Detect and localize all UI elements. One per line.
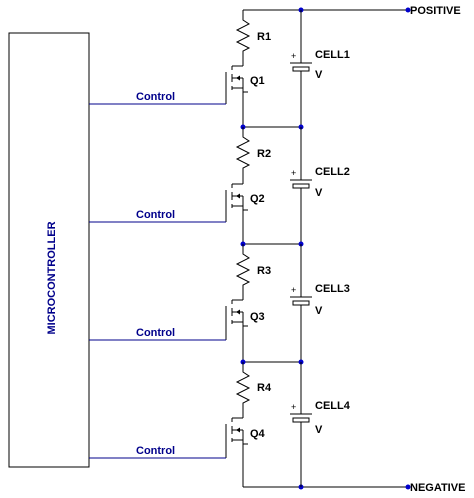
cell-2-plus: + [291, 168, 296, 178]
resistor-r1 [235, 10, 251, 62]
label-r2: R2 [257, 148, 271, 160]
label-v3: V [315, 305, 323, 317]
stage-4: R4 Q4 Control + CELL4 V [89, 362, 351, 487]
label-v2: V [315, 187, 323, 199]
resistor-r2 [235, 127, 251, 180]
label-cell4: CELL4 [315, 400, 351, 412]
junction-positive-end [405, 7, 411, 13]
label-q2: Q2 [250, 193, 265, 205]
cell-2-symbol [290, 127, 312, 244]
negative-label: NEGATIVE [410, 482, 465, 494]
positive-label: POSITIVE [410, 5, 461, 17]
label-v1: V [315, 69, 323, 81]
stage-3: R3 Q3 Control + CELL3 V [89, 244, 350, 365]
junction-negative-end [405, 484, 411, 490]
label-r4: R4 [257, 382, 272, 394]
label-q4: Q4 [250, 428, 266, 440]
label-control-3: Control [136, 327, 175, 339]
transistor-q3 [225, 296, 248, 362]
cell-1-plus: + [291, 51, 296, 61]
label-control-4: Control [136, 445, 175, 457]
label-q3: Q3 [250, 311, 265, 323]
resistor-r4 [235, 362, 251, 414]
resistor-r3 [235, 244, 251, 296]
label-cell2: CELL2 [315, 166, 350, 178]
cell-3-plus: + [291, 285, 296, 295]
stage-2: R2 Q2 Control + CELL2 V [89, 127, 350, 247]
label-cell3: CELL3 [315, 283, 350, 295]
microcontroller-label: MICROCONTROLLER [46, 221, 58, 334]
label-control-1: Control [136, 91, 175, 103]
microcontroller-box [8, 32, 90, 468]
cell-1-symbol [290, 10, 312, 127]
label-cell1: CELL1 [315, 49, 350, 61]
transistor-q4 [225, 414, 248, 487]
stage-1: R1 Q1 Control + CELL1 V [89, 10, 350, 130]
cell-4-symbol [290, 362, 312, 487]
label-control-2: Control [136, 209, 175, 221]
label-r3: R3 [257, 265, 271, 277]
label-v4: V [315, 424, 323, 436]
cell-4-plus: + [291, 402, 296, 412]
label-r1: R1 [257, 31, 271, 43]
label-q1: Q1 [250, 75, 265, 87]
transistor-q1 [225, 62, 248, 127]
transistor-q2 [225, 180, 248, 244]
cell-3-symbol [290, 244, 312, 362]
